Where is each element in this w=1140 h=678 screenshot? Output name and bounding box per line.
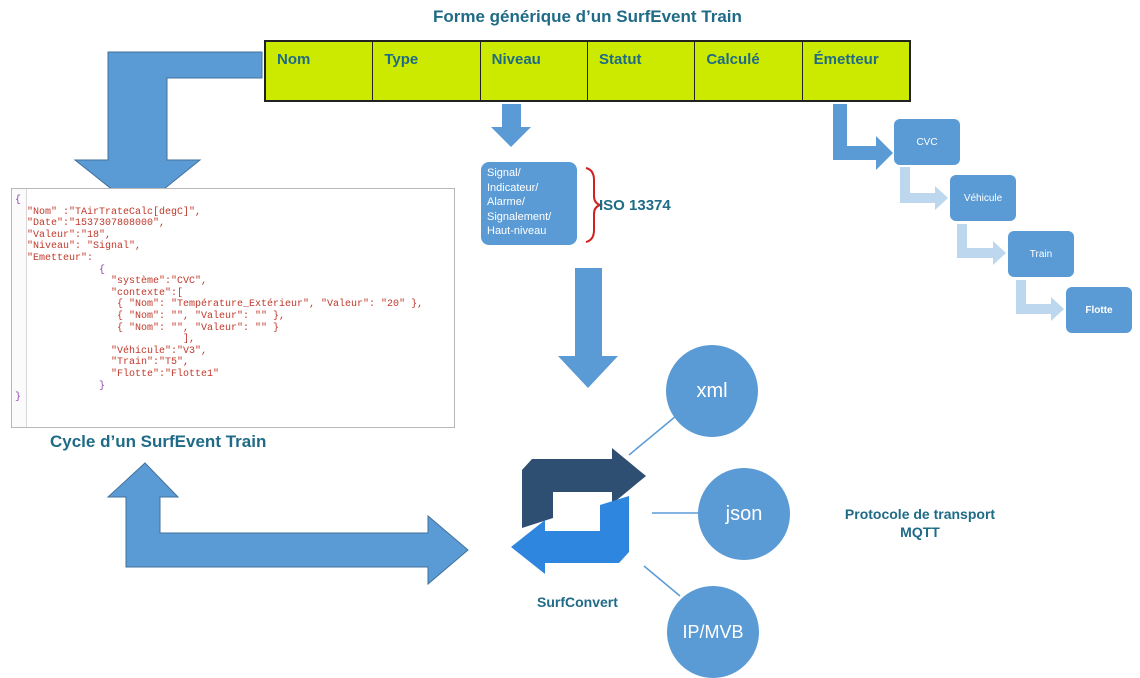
node-vehicule: Véhicule	[950, 175, 1016, 221]
emetteur-arrow	[833, 104, 893, 170]
json-code-line: {	[15, 264, 106, 276]
field-emetteur: Émetteur	[813, 51, 879, 68]
surfconvert-label: SurfConvert	[537, 594, 618, 610]
surfconvert-icon	[511, 448, 646, 574]
connector-xml	[628, 415, 677, 456]
connector-ipmvb	[643, 565, 681, 597]
json-code-line: }	[15, 392, 22, 404]
json-code-line: "Nom" :"TAirTrateCalc[degC]",	[15, 206, 202, 218]
down-to-converter-arrow	[558, 268, 618, 388]
surfevent-field-table: Nom Type Niveau Statut Calculé Émetteur	[264, 40, 911, 102]
iso-label: ISO 13374	[599, 197, 671, 214]
niveau-line: Alarme/	[487, 196, 525, 208]
json-code-line: "Flotte":"Flotte1"	[15, 368, 220, 380]
protocol-line: MQTT	[900, 524, 940, 540]
format-xml-circle: xml	[666, 345, 758, 437]
diagram-title: Forme générique d’un SurfEvent Train	[433, 7, 742, 26]
cycle-title: Cycle d’un SurfEvent Train	[50, 432, 267, 451]
format-ipmvb-circle: IP/MVB	[667, 586, 759, 678]
protocol-line: Protocole de transport	[844, 506, 996, 522]
field-nom: Nom	[266, 42, 374, 100]
json-code-line: { "Nom": "", "Valeur": "" }	[15, 322, 280, 334]
json-code-line: ],	[15, 334, 196, 346]
niveau-values-box: Signal/ Indicateur/ Alarme/ Signalement/…	[481, 162, 577, 245]
niveau-line: Signal/	[487, 167, 521, 179]
node-train: Train	[1008, 231, 1074, 277]
field-type: Type	[373, 42, 481, 100]
json-code-line: {	[15, 195, 22, 206]
json-code-line: { "Nom": "Température_Extérieur", "Valeu…	[15, 299, 424, 311]
niveau-line: Haut-niveau	[487, 225, 547, 237]
niveau-line: Indicateur/	[487, 181, 539, 194]
node-flotte: Flotte	[1066, 287, 1132, 333]
field-statut: Statut	[588, 42, 696, 100]
json-code-line: "Train":"T5",	[15, 357, 190, 369]
table-to-json-arrow	[73, 51, 263, 211]
train-to-flotte-arrow	[1016, 280, 1064, 321]
json-example-panel: { "Nom" :"TAirTrateCalc[degC]", "Date":"…	[11, 188, 455, 428]
json-code-line: "système":"CVC",	[15, 276, 208, 288]
json-code-line: "Véhicule":"V3",	[15, 345, 208, 357]
field-niveau: Niveau	[481, 42, 588, 100]
json-code-line: }	[15, 380, 106, 392]
protocol-label: Protocole de transport MQTT	[820, 505, 1020, 541]
niveau-arrow	[491, 104, 531, 147]
node-cvc: CVC	[894, 119, 960, 165]
cvc-to-vehicule-arrow	[900, 167, 948, 210]
json-code-line: { "Nom": "", "Valeur": "" },	[15, 310, 286, 322]
niveau-line: Signalement/	[487, 210, 552, 223]
cycle-double-arrow	[106, 462, 469, 586]
json-code-line: "Valeur":"18",	[15, 229, 112, 241]
json-code-line: "Niveau": "Signal",	[15, 241, 142, 253]
json-code-line: "contexte":[	[15, 287, 184, 299]
iso-brace	[585, 167, 604, 243]
vehicule-to-train-arrow	[957, 224, 1006, 265]
json-code-line: "Date":"1537307808000",	[15, 218, 166, 230]
json-code: { "Nom" :"TAirTrateCalc[degC]", "Date":"…	[15, 195, 423, 404]
field-calcule: Calculé	[695, 42, 803, 100]
format-json-circle: json	[698, 468, 790, 560]
json-code-line: "Emetteur":	[15, 252, 94, 264]
code-gutter	[12, 189, 27, 427]
